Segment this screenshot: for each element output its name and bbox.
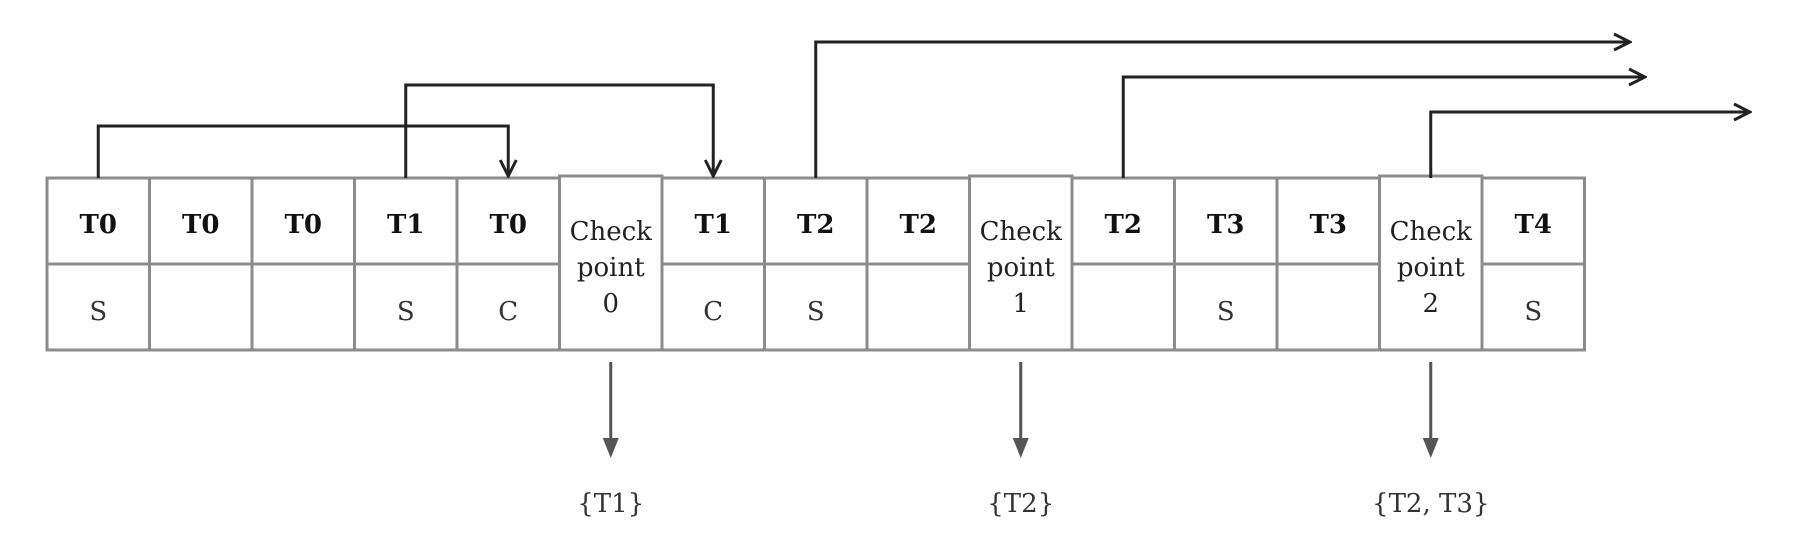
txn-label: T0: [80, 210, 117, 240]
txn-label: T2: [1105, 210, 1142, 240]
txn-cell: [763, 176, 869, 266]
checkpoint-cell: [558, 174, 664, 352]
checkpoint-label: point: [987, 253, 1055, 283]
checkpoint-label: point: [1397, 253, 1465, 283]
mark-label: S: [1217, 297, 1235, 327]
mark-cell: [45, 262, 151, 352]
mark-cell: [353, 262, 459, 352]
txn-label: T4: [1515, 210, 1552, 240]
txn-cell: [865, 176, 971, 266]
mark-cell: [763, 262, 869, 352]
open-dependency-arrow: [1429, 112, 1750, 178]
mark-label: S: [397, 297, 415, 327]
dependency-arrows: [96, 42, 1750, 178]
log-record: T0: [148, 176, 254, 352]
checkpoint-label: Check: [980, 217, 1063, 247]
log-record: T4S: [1480, 176, 1586, 352]
open-dependency-arrow: [1121, 77, 1645, 178]
checkpoint-cell: [1378, 174, 1484, 352]
mark-label: S: [807, 297, 825, 327]
txn-label: T1: [695, 210, 732, 240]
mark-cell: [1275, 262, 1381, 352]
txn-label: T3: [1310, 210, 1347, 240]
checkpoint-label: point: [577, 253, 645, 283]
log-record: T1S: [353, 176, 459, 352]
txn-label: T0: [182, 210, 219, 240]
txn-cell: [1070, 176, 1176, 266]
checkpoint-record: Check point 1: [968, 174, 1074, 352]
open-dependency-arrow: [814, 42, 1630, 178]
log-record: T1C: [660, 176, 766, 352]
checkpoint-label: 1: [1012, 289, 1029, 319]
log-record: T2S: [763, 176, 869, 352]
mark-label: C: [703, 297, 723, 327]
txn-label: T2: [900, 210, 937, 240]
checkpoint-label: 2: [1422, 289, 1439, 319]
txn-cell: [1173, 176, 1279, 266]
output-arrowhead: [1012, 438, 1029, 458]
checkpoint-record: Check point 2: [1378, 174, 1484, 352]
mark-cell: [1480, 262, 1586, 352]
mark-cell: [1070, 262, 1176, 352]
output-arrowhead: [602, 438, 619, 458]
checkpoint-outputs: {T1} {T2} {T2, T3}: [577, 362, 1489, 519]
txn-cell: [660, 176, 766, 266]
txn-label: T2: [797, 210, 834, 240]
checkpoint-record: Check point 0: [558, 174, 664, 352]
log-record: T0C: [455, 176, 561, 352]
checkpoint-label: 0: [602, 289, 619, 319]
txn-label: T3: [1207, 210, 1244, 240]
checkpoint-output: {T1}: [577, 489, 644, 519]
checkpoint-label: Check: [1390, 217, 1473, 247]
log-record: T3: [1275, 176, 1381, 352]
txn-cell: [45, 176, 151, 266]
log-record: T3S: [1173, 176, 1279, 352]
output-arrowhead: [1422, 438, 1439, 458]
txn-cell: [1480, 176, 1586, 266]
mark-label: C: [498, 297, 518, 327]
log-record: T2: [865, 176, 971, 352]
dependency-arrow: [96, 124, 508, 178]
mark-label: S: [1524, 297, 1542, 327]
txn-cell: [1275, 176, 1381, 266]
mark-label: S: [89, 297, 107, 327]
checkpoint-output: {T2, T3}: [1372, 489, 1489, 519]
txn-label: T0: [285, 210, 322, 240]
mark-cell: [865, 262, 971, 352]
log-record: T2: [1070, 176, 1176, 352]
mark-cell: [455, 262, 561, 352]
log-record: T0: [250, 176, 356, 352]
mark-cell: [148, 262, 254, 352]
checkpoint-label: Check: [570, 217, 653, 247]
mark-cell: [250, 262, 356, 352]
log-record: T0S: [45, 176, 151, 352]
txn-label: T0: [490, 210, 527, 240]
checkpoint-output: {T2}: [987, 489, 1054, 519]
dependency-arrow: [404, 83, 714, 178]
txn-label: T1: [387, 210, 424, 240]
